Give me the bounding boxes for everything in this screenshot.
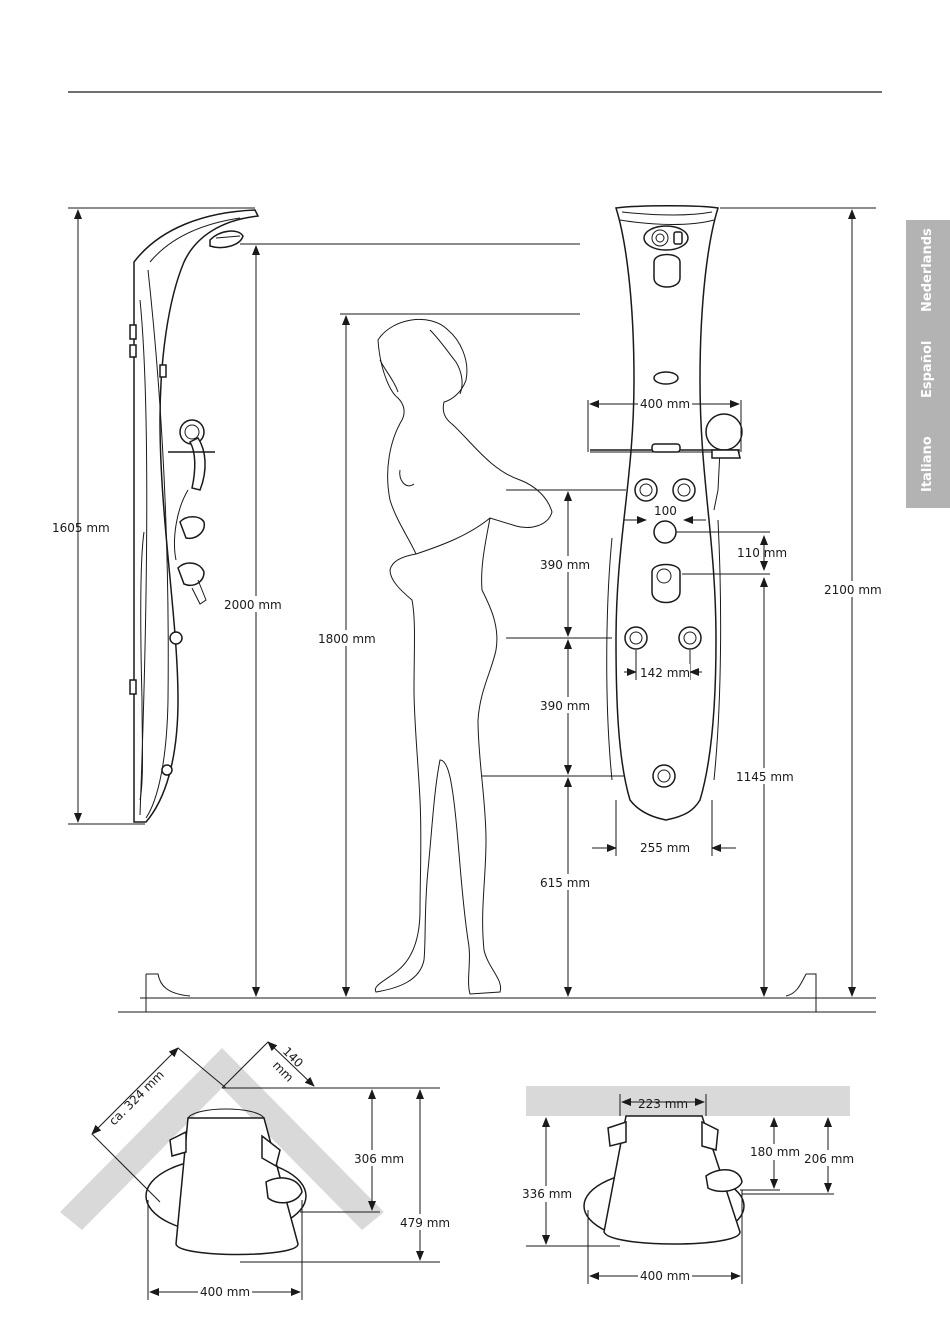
dim-wall-total-depth: 336 mm <box>522 1187 572 1201</box>
dim-wall-width: 400 mm <box>640 1269 690 1283</box>
side-view <box>68 208 258 824</box>
dim-wall-top-width: 223 mm <box>638 1097 688 1111</box>
dim-jet-spacing-upper-h: 100 <box>654 504 677 518</box>
dim-mixer-height: 1145 mm <box>736 770 794 784</box>
dim-total-height: 2100 mm <box>824 583 882 597</box>
dim-side-height: 1605 mm <box>52 521 110 535</box>
dim-jet-spacing-lower: 390 mm <box>540 699 590 713</box>
dim-wall-depth-b: 206 mm <box>804 1152 854 1166</box>
dim-person-height: 1800 mm <box>318 632 376 646</box>
dim-corner-width: 400 mm <box>200 1285 250 1299</box>
person-figure <box>375 319 552 994</box>
dim-corner-depth: 306 mm <box>354 1152 404 1166</box>
dim-corner-total-depth: 479 mm <box>400 1216 450 1230</box>
shower-tray <box>118 974 876 1012</box>
dim-wall-depth-a: 180 mm <box>750 1145 800 1159</box>
dim-control-spacing: 110 mm <box>737 546 787 560</box>
dim-jet-bottom: 615 mm <box>540 876 590 890</box>
dim-head-height: 2000 mm <box>224 598 282 612</box>
dim-jet-spacing-upper: 390 mm <box>540 558 590 572</box>
dim-bottom-width: 255 mm <box>640 841 690 855</box>
dim-jet-spacing-lower-h: 142 mm <box>640 666 690 680</box>
dim-panel-width: 400 mm <box>640 397 690 411</box>
